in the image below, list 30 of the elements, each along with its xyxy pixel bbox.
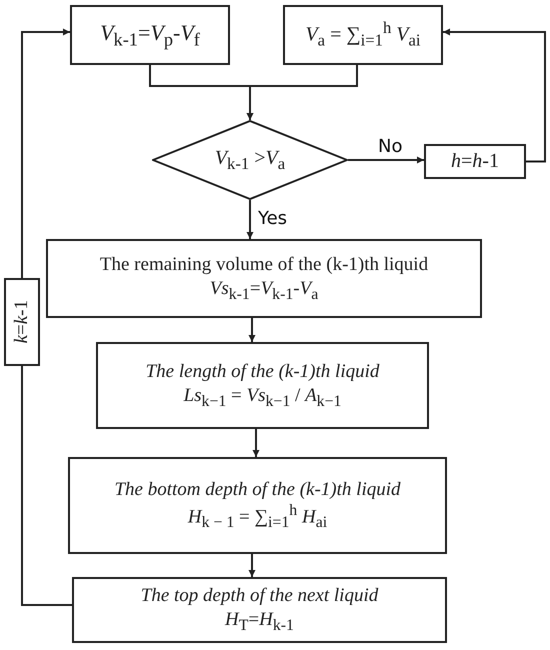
arrow (443, 28, 546, 162)
formula-text: Ls$_{k−1}$ = Vs$_{k−1}$ / A$_{k−1}$ (184, 384, 342, 412)
arrow (246, 200, 254, 239)
arrow (248, 554, 256, 577)
box-heading: The remaining volume of the (k-1)th liquid (100, 252, 428, 277)
formula-text: V$_{k-1}$=V$_{p}$-V$_{f}$ (100, 18, 200, 52)
process-box (70, 5, 230, 65)
box-heading: The length of the (k-1)th liquid (146, 360, 380, 384)
formula-text: H$_{k − 1}$ = ∑$_{i=1}$$^{h}$ H$_{ai}$ (188, 501, 328, 534)
process-box (4, 278, 40, 366)
arrow (252, 429, 260, 457)
arrow (348, 156, 424, 164)
process-box (96, 342, 429, 429)
process-box (283, 5, 443, 65)
arrow (21, 28, 70, 278)
formula-text: Vs$_{k-1}$=V$_{k-1}$-V$_{a}$ (210, 276, 318, 304)
formula-text: H$_{T}$=H$_{k-1}$ (225, 608, 294, 636)
process-box (68, 457, 447, 554)
process-box (46, 239, 482, 318)
formula-text: V$_{k-1}$ >V$_{a}$ (214, 146, 286, 174)
arrow (248, 318, 256, 342)
formula-text: k=k-1 (10, 300, 34, 344)
box-heading: The bottom depth of the (k-1)th liquid (114, 478, 400, 502)
process-box (424, 144, 526, 179)
arrow (246, 65, 358, 120)
formula-text: h=h-1 (451, 149, 499, 174)
process-box (72, 577, 447, 643)
box-heading: The top depth of the next liquid (140, 584, 378, 608)
formula-text: V$_{a}$ = ∑$_{i=1}$$^{h}$ V$_{ai}$ (305, 18, 421, 52)
decision-diamond (152, 120, 348, 200)
